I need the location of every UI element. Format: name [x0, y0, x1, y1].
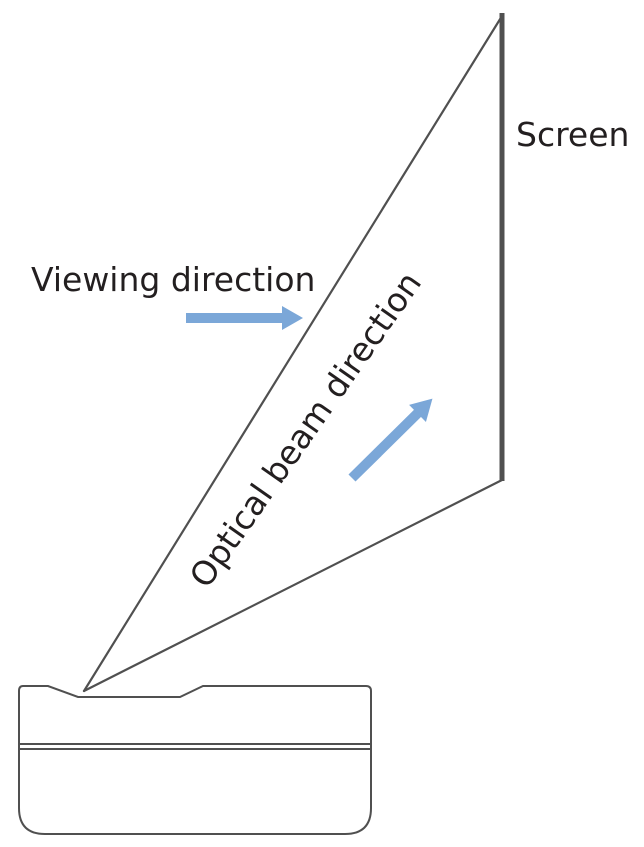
optical-beam-arrow: [348, 398, 433, 482]
beam-lower-edge: [82, 478, 504, 693]
projector-icon: [18, 685, 372, 835]
viewing-direction-arrow: [186, 306, 303, 330]
screen-label: Screen: [516, 115, 629, 154]
beam-upper-edge: [82, 14, 504, 693]
viewing-direction-label: Viewing direction: [31, 260, 315, 299]
